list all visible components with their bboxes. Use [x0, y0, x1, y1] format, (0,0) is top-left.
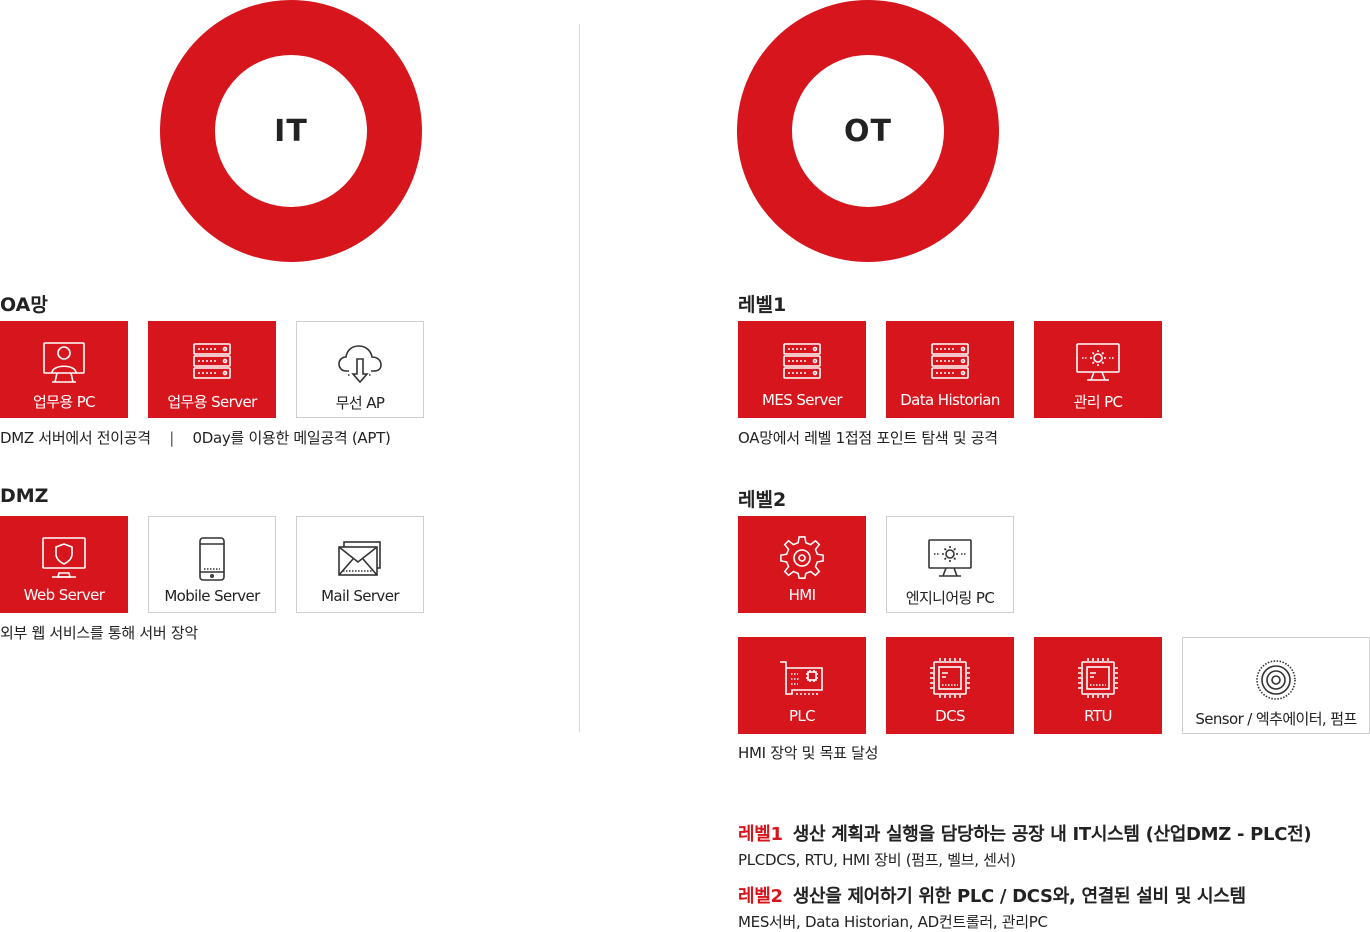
- ot-circle: OT: [737, 0, 999, 262]
- tile-label: Mail Server: [321, 587, 399, 605]
- tile-wireless-ap[interactable]: 무선 AP: [296, 321, 424, 418]
- tile-engineering-pc[interactable]: 엔지니어링 PC: [886, 516, 1014, 613]
- monitor-gear-icon: [925, 535, 975, 583]
- tile-label: 업무용 PC: [32, 393, 96, 411]
- oa-caption-a: DMZ 서버에서 전이공격: [0, 429, 151, 447]
- sensor-icon: [1251, 656, 1301, 704]
- tile-sensor-actuator[interactable]: Sensor / 엑추에이터, 펌프: [1182, 637, 1370, 734]
- server-icon: [187, 339, 237, 387]
- oa-heading: OA망: [0, 294, 48, 316]
- plc-card-icon: [777, 655, 827, 703]
- tile-label: Mobile Server: [164, 587, 260, 605]
- ot-title: OT: [844, 113, 892, 149]
- it-circle: IT: [160, 0, 422, 262]
- legend-level2-title: 레벨2 생산을 제어하기 위한 PLC / DCS와, 연결된 설비 및 시스템: [738, 882, 1246, 908]
- legend-level1-title: 레벨1 생산 계획과 실행을 담당하는 공장 내 IT시스템 (산업DMZ - P…: [738, 820, 1312, 846]
- tile-plc[interactable]: PLC: [738, 637, 866, 734]
- legend-level2-desc: MES서버, Data Historian, AD컨트롤러, 관리PC: [738, 913, 1048, 931]
- gear-icon: [777, 534, 827, 582]
- tile-label: PLC: [788, 707, 816, 725]
- cloud-download-icon: [335, 340, 385, 388]
- tile-hmi[interactable]: HMI: [738, 516, 866, 613]
- level1-heading: 레벨1: [738, 294, 787, 316]
- dmz-heading: DMZ: [0, 485, 49, 507]
- tile-mes-server[interactable]: MES Server: [738, 321, 866, 418]
- tile-label: 엔지니어링 PC: [905, 589, 995, 607]
- dmz-caption: 외부 웹 서비스를 통해 서버 장악: [0, 624, 198, 642]
- legend-level2-text: 생산을 제어하기 위한 PLC / DCS와, 연결된 설비 및 시스템: [792, 886, 1246, 907]
- monitor-shield-icon: [39, 534, 89, 582]
- legend-level1-desc: PLCDCS, RTU, HMI 장비 (펌프, 벨브, 센서): [738, 851, 1016, 869]
- tile-label: RTU: [1084, 707, 1112, 725]
- tile-label: 무선 AP: [335, 394, 385, 412]
- tile-mail-server[interactable]: Mail Server: [296, 516, 424, 613]
- tile-label: Web Server: [23, 586, 105, 604]
- tile-label: Data Historian: [900, 391, 1000, 409]
- column-divider: [579, 24, 580, 732]
- mail-icon: [335, 535, 385, 583]
- level2-heading: 레벨2: [738, 489, 787, 511]
- tile-rtu[interactable]: RTU: [1034, 637, 1162, 734]
- tile-dcs[interactable]: DCS: [886, 637, 1014, 734]
- tile-admin-pc[interactable]: 관리 PC: [1034, 321, 1162, 418]
- tile-mobile-server[interactable]: Mobile Server: [148, 516, 276, 613]
- legend-level1-text: 생산 계획과 실행을 담당하는 공장 내 IT시스템 (산업DMZ - PLC전…: [792, 824, 1312, 845]
- tile-data-historian[interactable]: Data Historian: [886, 321, 1014, 418]
- monitor-user-icon: [39, 339, 89, 387]
- mobile-icon: [187, 535, 237, 583]
- it-title: IT: [274, 113, 308, 149]
- level1-caption: OA망에서 레벨 1접점 포인트 탐색 및 공격: [738, 429, 998, 447]
- oa-caption: DMZ 서버에서 전이공격 | 0Day를 이용한 메일공격 (APT): [0, 427, 391, 448]
- oa-caption-separator: |: [169, 429, 175, 447]
- tile-label: 관리 PC: [1073, 393, 1123, 411]
- oa-caption-b: 0Day를 이용한 메일공격 (APT): [192, 429, 391, 447]
- chip-icon: [1073, 655, 1123, 703]
- tile-office-pc[interactable]: 업무용 PC: [0, 321, 128, 418]
- tile-label: MES Server: [762, 391, 843, 409]
- chip-icon: [925, 655, 975, 703]
- level2-caption: HMI 장악 및 목표 달성: [738, 744, 879, 762]
- tile-label: Sensor / 엑추에이터, 펌프: [1195, 710, 1357, 728]
- server-icon: [777, 339, 827, 387]
- tile-label: DCS: [935, 707, 965, 725]
- tile-label: 업무용 Server: [167, 393, 257, 411]
- legend-level1-tag: 레벨1: [738, 824, 783, 845]
- monitor-gear-icon: [1073, 339, 1123, 387]
- tile-office-server[interactable]: 업무용 Server: [148, 321, 276, 418]
- legend-level2-tag: 레벨2: [738, 886, 783, 907]
- server-icon: [925, 339, 975, 387]
- tile-web-server[interactable]: Web Server: [0, 516, 128, 613]
- tile-label: HMI: [788, 586, 816, 604]
